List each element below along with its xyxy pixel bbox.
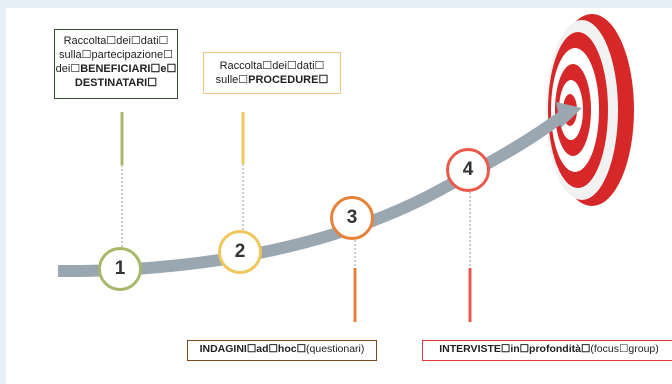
target-icon — [546, 14, 634, 206]
box4-bold: INTERVISTE☐in☐profondità☐ — [439, 343, 591, 355]
box1-line1: Raccolta☐dei☐dati☐ — [63, 35, 169, 47]
box2-line1: Raccolta☐dei☐dati☐ — [219, 60, 325, 72]
progress-arrow — [57, 109, 569, 278]
arrow-head-icon — [556, 102, 582, 128]
step-1-badge: 1 — [98, 247, 142, 291]
box3-rest: (questionari) — [306, 343, 365, 355]
box-interviste: INTERVISTE☐in☐profondità☐(focus☐group) — [422, 340, 672, 361]
step-3-badge: 3 — [330, 196, 374, 240]
box-procedure: Raccolta☐dei☐dati☐ sulle☐PROCEDURE☐ — [203, 52, 341, 94]
box3-bold: INDAGINI☐ad☐hoc☐ — [199, 343, 307, 355]
box2-line2b: PROCEDURE☐ — [248, 74, 329, 86]
box4-rest: (focus☐group) — [590, 343, 659, 355]
box1-line3a: dei☐ — [55, 63, 81, 75]
step-4-badge: 4 — [446, 148, 490, 192]
box2-line2: sulle☐PROCEDURE☐ — [204, 73, 340, 87]
box-indagini: INDAGINI☐ad☐hoc☐(questionari) — [187, 340, 377, 361]
box2-line2a: sulle☐ — [215, 74, 249, 86]
box1-line4: DESTINATARI☐ — [74, 77, 158, 89]
box1-line2: sulla☐partecipazione☐ — [59, 49, 173, 61]
box1-line3: dei☐BENEFICIARI☐e☐ — [55, 62, 177, 76]
box1-line3b: BENEFICIARI☐e☐ — [80, 63, 177, 75]
step-2-badge: 2 — [218, 230, 262, 274]
box-beneficiari: Raccolta☐dei☐dati☐ sulla☐partecipazione☐… — [54, 29, 178, 99]
